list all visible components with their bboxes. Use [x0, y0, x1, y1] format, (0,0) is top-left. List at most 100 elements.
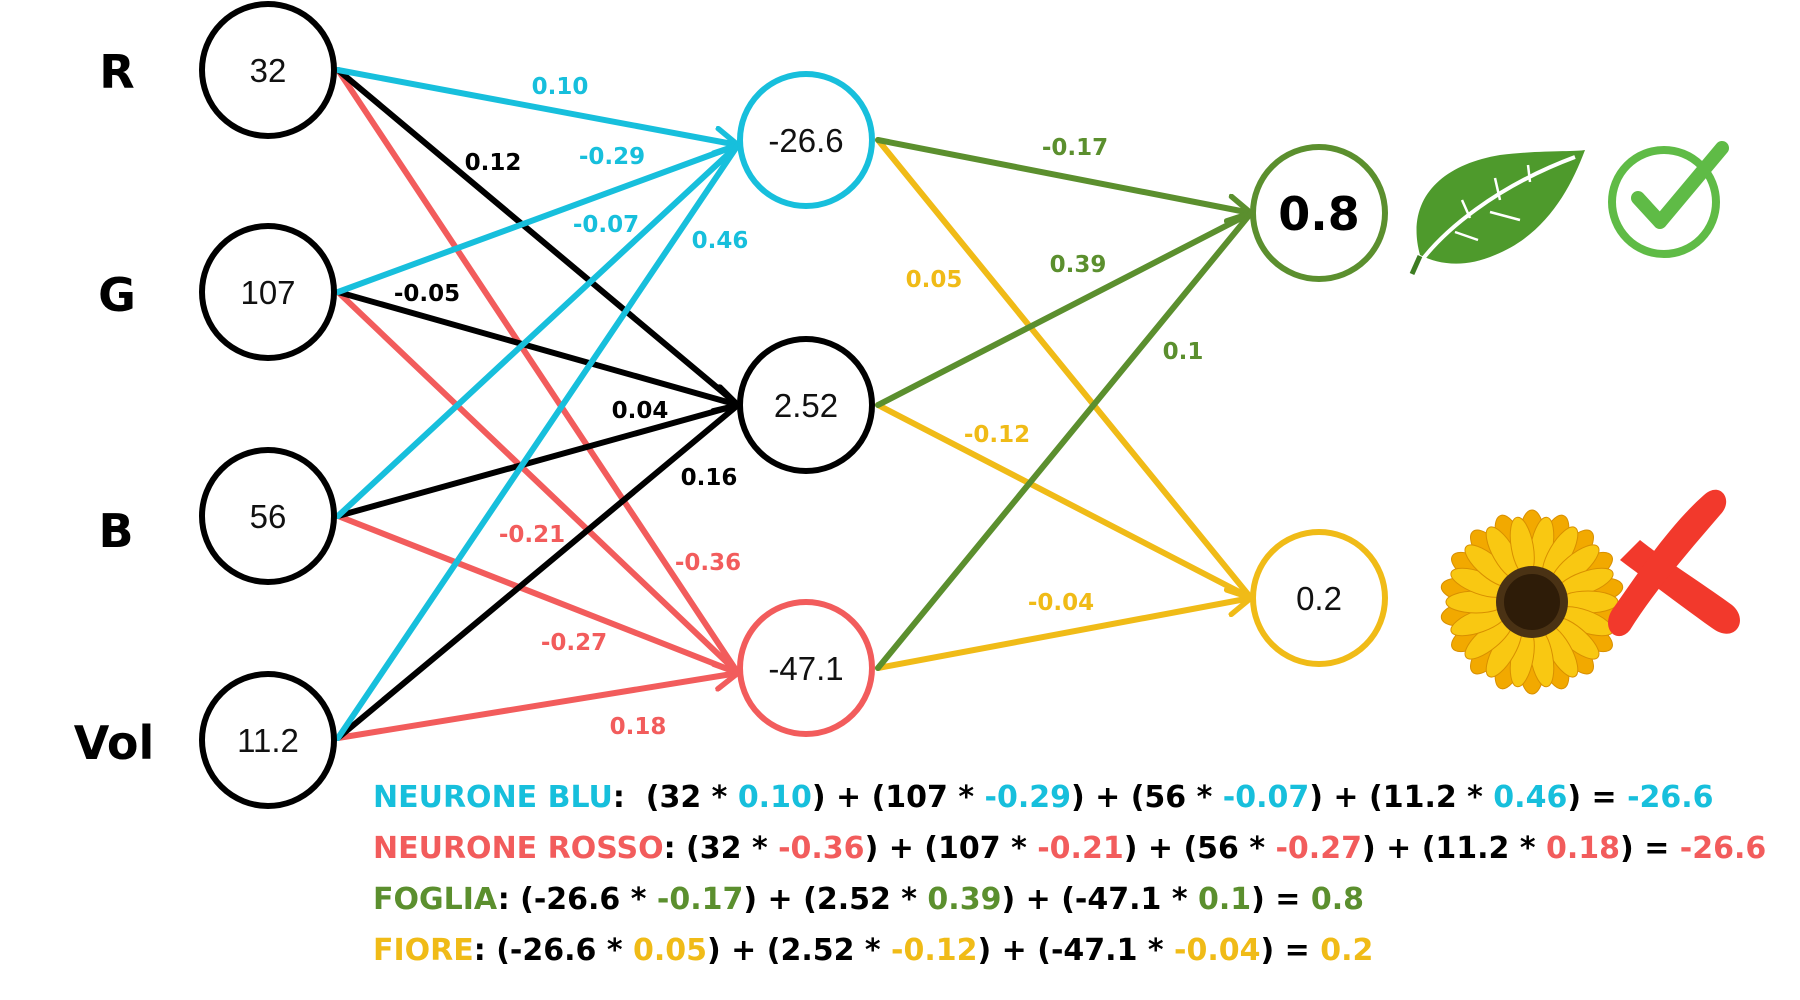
- weight-red-b: -0.27: [541, 630, 607, 656]
- input-node-g: [199, 223, 337, 361]
- weight-yellow-h3: -0.04: [1028, 590, 1094, 616]
- formula-part: 0.18: [1546, 831, 1621, 866]
- formula-part: ) + (-47.1 *: [977, 933, 1175, 968]
- formula-part: -0.21: [1037, 831, 1124, 866]
- edge-vol-red: [335, 673, 741, 741]
- input-label-r: R: [99, 45, 134, 99]
- edge-g-black: [335, 289, 741, 405]
- formula-part: -0.07: [1222, 780, 1310, 815]
- input-value-r: 32: [250, 52, 287, 89]
- weight-yellow-h2: -0.12: [964, 422, 1030, 448]
- edge-r-red: [335, 67, 741, 676]
- hidden-nodes: [737, 71, 875, 737]
- formula-part: FIORE: [373, 933, 474, 968]
- input-value-b: 56: [250, 498, 287, 535]
- weight-black-r: 0.12: [465, 150, 522, 176]
- input-node-values: 32 107 56 11.2: [237, 52, 299, 759]
- formula-part: -0.27: [1275, 831, 1362, 866]
- edge-g-red: [335, 289, 741, 676]
- weight-yellow-h1: 0.05: [906, 267, 963, 293]
- edge-b-red: [335, 513, 741, 676]
- weight-red-g: -0.21: [499, 522, 565, 548]
- weight-red-r: -0.36: [675, 550, 741, 576]
- formula-blue-neuron: NEURONE BLU: (32 * 0.10) + (107 * -0.29)…: [373, 772, 1766, 823]
- formula-part: ) + (11.2 *: [1309, 780, 1494, 815]
- formula-part: ) =: [1620, 831, 1680, 866]
- edge-h2-yellow: [875, 402, 1254, 601]
- weight-green-h1: -0.17: [1042, 135, 1108, 161]
- formula-part: -0.29: [984, 780, 1071, 815]
- formula-part: -0.04: [1174, 933, 1261, 968]
- cross-icon: [1608, 489, 1740, 637]
- edge-h3-yellow: [875, 598, 1254, 671]
- input-node-r: [199, 1, 337, 139]
- weight-green-h3: 0.1: [1163, 339, 1204, 365]
- edge-h1-yellow: [875, 137, 1254, 601]
- formula-part: : (-26.6 *: [497, 882, 657, 917]
- formula-part: : (-26.6 *: [473, 933, 633, 968]
- leaf-icon: [1409, 150, 1585, 276]
- formula-part: -0.36: [778, 831, 865, 866]
- edge-b-blue: [335, 142, 741, 519]
- formula-part: ) + (11.2 *: [1361, 831, 1547, 866]
- weight-green-h2: 0.39: [1050, 252, 1107, 278]
- formula-part: ) =: [1567, 780, 1628, 815]
- formula-part: FOGLIA: [373, 882, 498, 917]
- formula-part: 0.10: [737, 780, 812, 815]
- weight-black-b: 0.04: [612, 398, 669, 424]
- input-label-vol: Vol: [74, 716, 154, 770]
- formula-part: ) + (2.52 *: [707, 933, 892, 968]
- input-value-g: 107: [240, 274, 295, 311]
- formula-part: : (32 *: [663, 831, 779, 866]
- hidden-node-values: -26.6 2.52 -47.1: [768, 122, 843, 687]
- formula-part: ) + (56 *: [1070, 780, 1223, 815]
- formula-part: : (32 *: [612, 780, 738, 815]
- formula-part: -26.6: [1627, 780, 1714, 815]
- input-nodes: [199, 1, 337, 809]
- formula-flower: FIORE: (-26.6 * 0.05) + (2.52 * -0.12) +…: [373, 925, 1766, 976]
- formula-part: ) =: [1251, 882, 1311, 917]
- formula-part: NEURONE BLU: [373, 780, 613, 815]
- input-node-vol: [199, 671, 337, 809]
- output-value-leaf: 0.8: [1278, 187, 1360, 241]
- check-icon: [1608, 141, 1729, 258]
- formula-part: 0.39: [927, 882, 1002, 917]
- formula-part: ) + (107 *: [811, 780, 985, 815]
- input-node-b: [199, 447, 337, 585]
- formula-part: ) + (56 *: [1123, 831, 1276, 866]
- formula-part: 0.8: [1310, 882, 1365, 917]
- weight-black-g: -0.05: [394, 281, 460, 307]
- edge-vol-black: [335, 402, 741, 741]
- weight-labels-hidden-output: -0.17 0.39 0.1 0.05 -0.12 -0.04: [906, 135, 1204, 616]
- formula-part: ) + (-47.1 *: [1001, 882, 1198, 917]
- weight-blue-g: -0.29: [579, 144, 645, 170]
- formula-part: 0.05: [632, 933, 707, 968]
- formula-leaf: FOGLIA: (-26.6 * -0.17) + (2.52 * 0.39) …: [373, 874, 1766, 925]
- edge-r-blue: [335, 67, 741, 145]
- output-value-flower: 0.2: [1296, 580, 1342, 617]
- formula-part: NEURONE ROSSO: [373, 831, 664, 866]
- output-nodes: [1250, 144, 1388, 667]
- edge-vol-blue: [335, 142, 741, 741]
- hidden-value-red: -47.1: [768, 650, 843, 687]
- formula-part: -0.12: [891, 933, 978, 968]
- input-label-g: G: [98, 268, 136, 322]
- input-value-vol: 11.2: [237, 722, 299, 759]
- formula-part: -26.6: [1679, 831, 1767, 866]
- formula-red-neuron: NEURONE ROSSO: (32 * -0.36) + (107 * -0.…: [373, 823, 1766, 874]
- formula-part: 0.2: [1320, 933, 1374, 968]
- hidden-value-black: 2.52: [774, 387, 838, 424]
- edges-input-hidden: [335, 67, 741, 741]
- formula-part: ) + (2.52 *: [743, 882, 928, 917]
- weight-labels-input-hidden: 0.10 -0.29 -0.07 0.46 0.12 -0.05 0.04 0.…: [394, 74, 749, 740]
- hidden-node-blue: [737, 71, 875, 209]
- input-label-b: B: [98, 504, 133, 558]
- weight-blue-b: -0.07: [573, 212, 639, 238]
- hidden-node-black: [737, 336, 875, 474]
- output-node-flower: [1250, 529, 1388, 667]
- input-labels: R G B Vol: [74, 45, 154, 770]
- weight-blue-vol: 0.46: [692, 228, 749, 254]
- formula-part: 0.46: [1493, 780, 1568, 815]
- edges-hidden-output: [875, 137, 1254, 671]
- weight-black-vol: 0.16: [681, 465, 738, 491]
